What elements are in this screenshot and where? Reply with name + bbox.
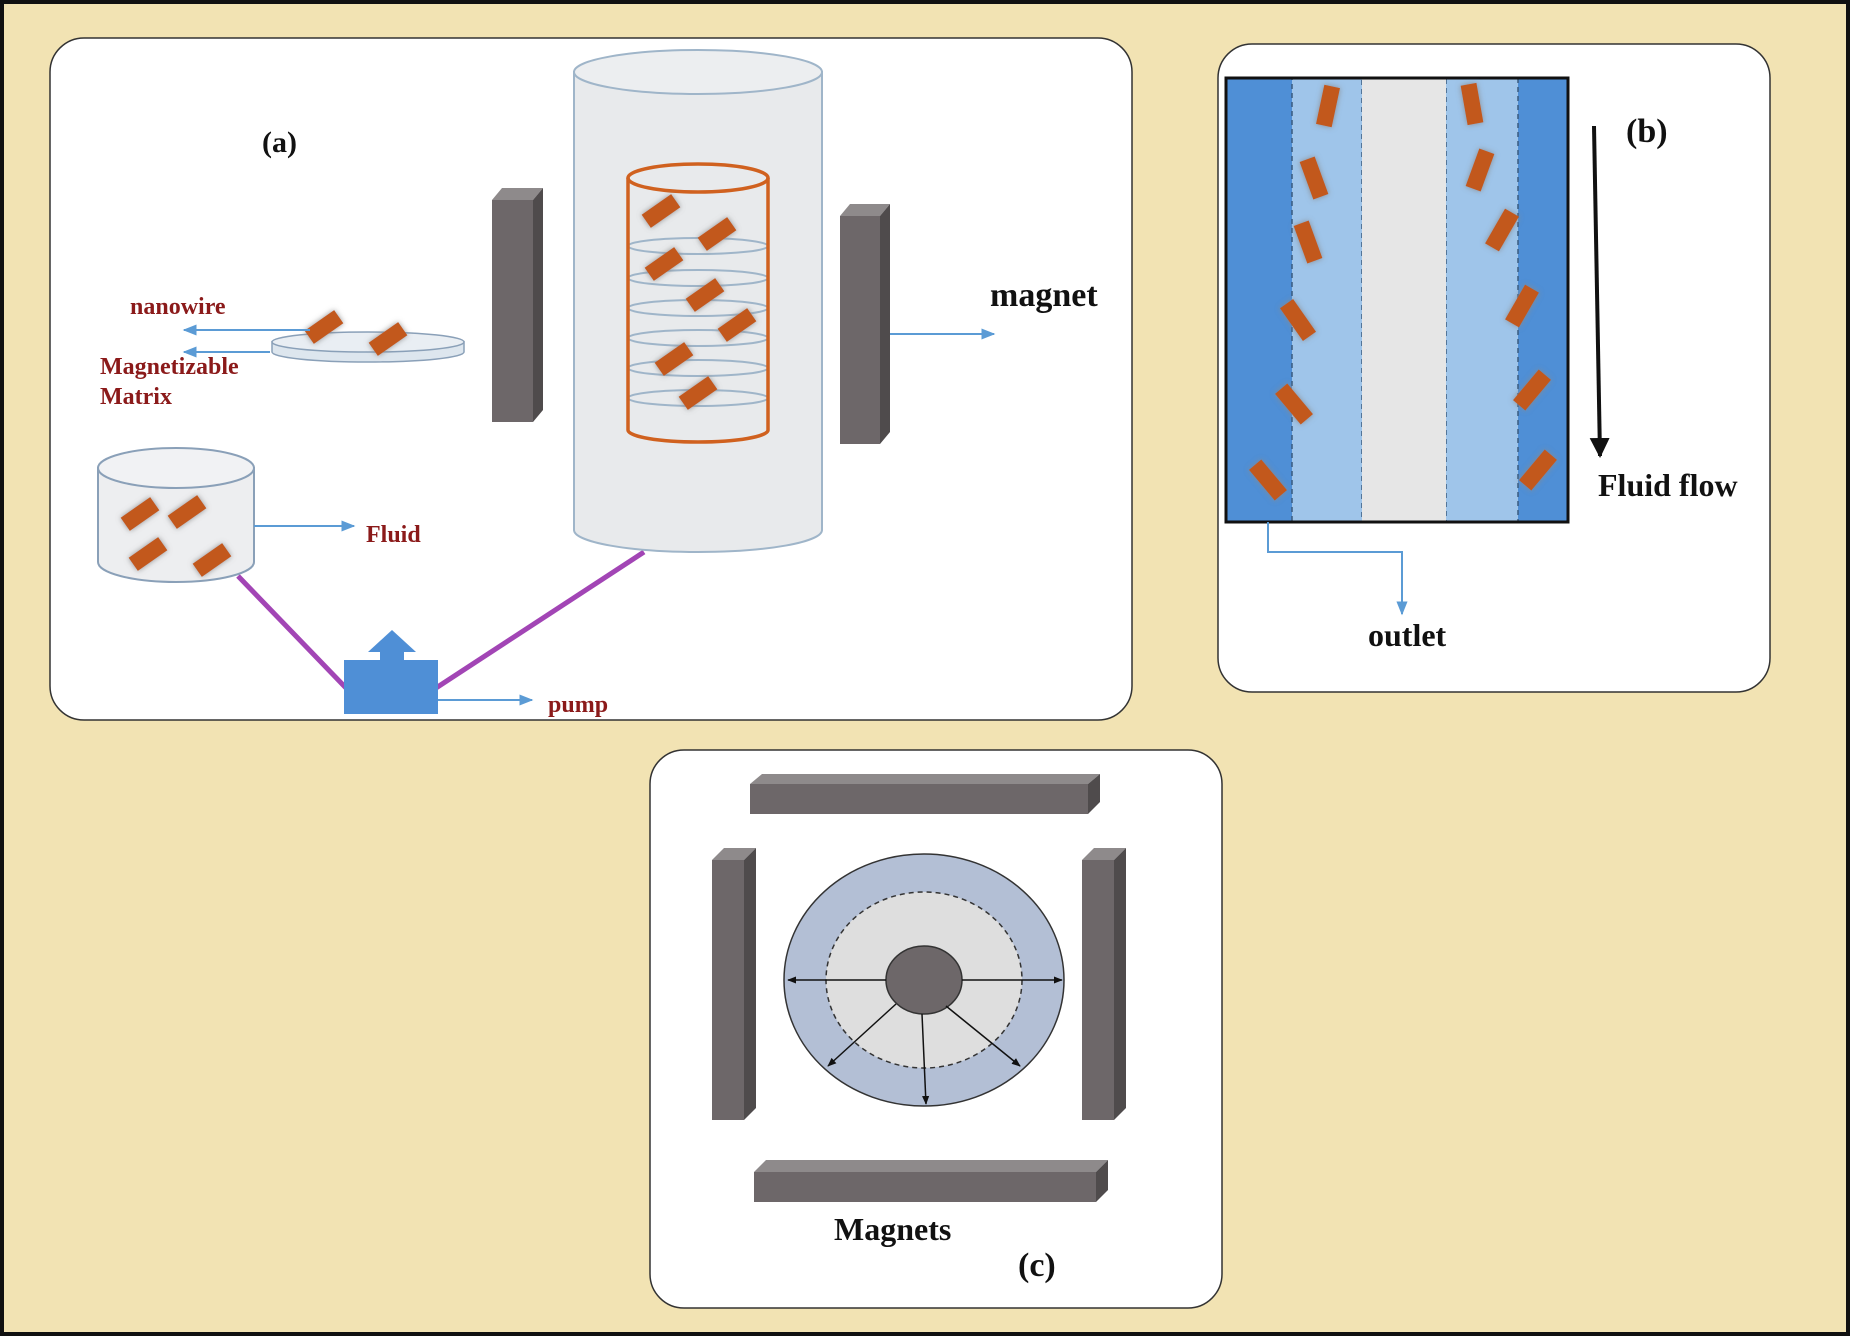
nanowires-in-fluid (120, 495, 232, 577)
label-fluid-flow: Fluid flow (1598, 467, 1738, 503)
nanowires-on-matrix (304, 310, 408, 356)
panel-b-tag: (b) (1626, 113, 1668, 150)
magnet-right (840, 204, 890, 444)
pipe-right (434, 549, 646, 691)
magnet-side-right (1082, 848, 1126, 1120)
radial-flow-arrows (787, 976, 1063, 1105)
label-outlet: outlet (1368, 617, 1447, 653)
magnet-side-left (712, 848, 756, 1120)
nanowires-in-column-b (1249, 82, 1557, 501)
label-nanowire: nanowire (130, 294, 226, 320)
pump (344, 630, 438, 714)
column-cross-section (1224, 76, 1570, 524)
label-matrix-line1: Magnetizable (100, 354, 239, 380)
label-matrix-line2: Matrix (100, 384, 172, 410)
label-magnet: magnet (990, 277, 1098, 314)
panel-b: (b) Fluid flow outlet (1217, 43, 1771, 693)
nanowires-in-column (641, 194, 757, 410)
outlet-line (1267, 522, 1408, 616)
magnet-bottom (754, 1160, 1108, 1202)
panel-c-tag: (c) (1018, 1247, 1056, 1284)
magnet-top (750, 774, 1100, 814)
panel-a-tag: (a) (262, 126, 297, 159)
matrix-cage (626, 162, 770, 444)
label-pump: pump (548, 692, 608, 718)
pipe-left (236, 574, 348, 690)
magnet-left (492, 188, 543, 422)
label-fluid: Fluid (366, 522, 421, 548)
panel-c: Magnets (c) (649, 749, 1223, 1309)
label-magnets: Magnets (834, 1211, 951, 1247)
fluid-flow-arrow (1589, 125, 1610, 458)
column-cylinder (573, 49, 823, 553)
matrix-disc (271, 331, 465, 363)
panel-a: magnet nanowire Magnetizable Matrix Flui… (49, 37, 1133, 721)
